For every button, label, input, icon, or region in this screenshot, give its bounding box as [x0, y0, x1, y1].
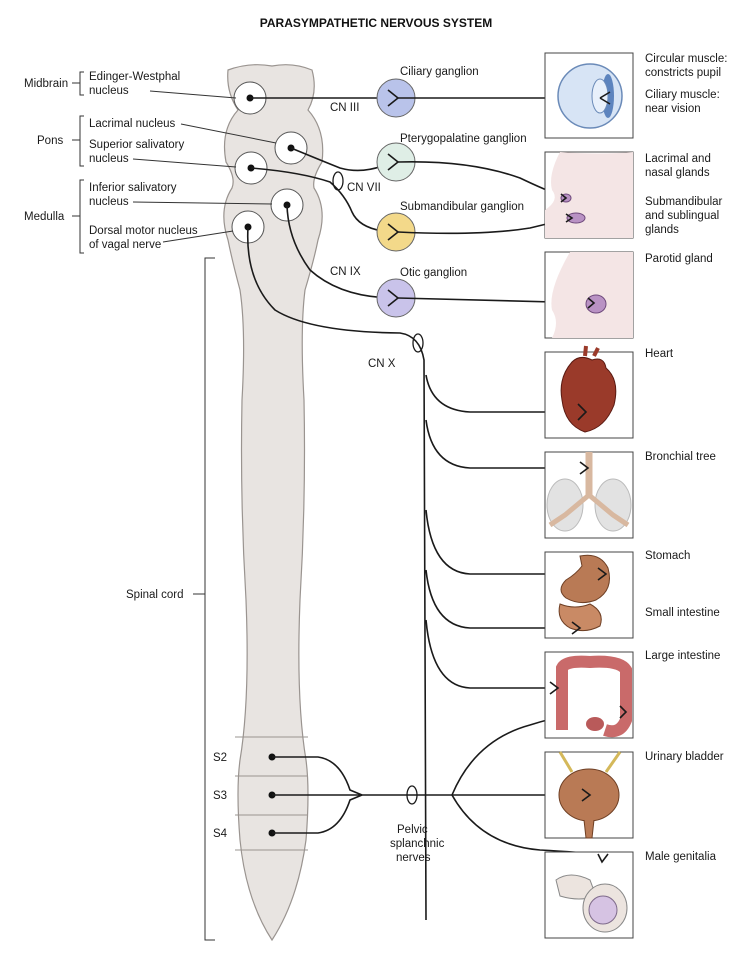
label-dorsal-vagal-2: of vagal nerve [89, 239, 161, 251]
fiber-submand-post [397, 217, 571, 235]
label-s2: S2 [213, 752, 227, 764]
label-small-int: Small intestine [645, 607, 720, 619]
label-eye-2a: Ciliary muscle: [645, 89, 720, 101]
fiber-s4 [272, 794, 363, 834]
label-genitalia: Male genitalia [645, 851, 717, 863]
label-otic-ganglion: Otic ganglion [400, 267, 467, 279]
label-parotid: Parotid gland [645, 253, 713, 265]
label-edinger-1: Edinger-Westphal [89, 71, 180, 83]
organ-box-bronchial [544, 451, 634, 539]
label-pelvic-1: Pelvic [397, 824, 428, 836]
label-submandibular-ganglion: Submandibular ganglion [400, 201, 524, 213]
label-eye-1b: constricts pupil [645, 67, 721, 79]
label-stomach: Stomach [645, 550, 690, 562]
label-medulla: Medulla [24, 211, 65, 223]
organ-box-eye [544, 52, 634, 139]
label-dorsal-vagal-1: Dorsal motor nucleus [89, 225, 198, 237]
label-pelvic-3: nerves [396, 852, 431, 864]
label-lacrimal: Lacrimal nucleus [89, 118, 176, 130]
label-large-int: Large intestine [645, 650, 720, 662]
label-pons: Pons [37, 135, 63, 147]
fiber-submand-pre [250, 167, 393, 233]
label-spinal-cord: Spinal cord [126, 589, 184, 601]
label-sup-salivatory-1: Superior salivatory [89, 139, 184, 151]
organ-box-stomach [544, 551, 634, 639]
organ-box-genitalia [544, 851, 634, 939]
label-sup-salivatory-2: nucleus [89, 153, 129, 165]
label-cn9: CN IX [330, 266, 361, 278]
bracket-midbrain [72, 71, 84, 96]
label-cn10: CN X [368, 358, 396, 370]
label-inf-salivatory-1: Inferior salivatory [89, 182, 177, 194]
bracket-pons [72, 115, 84, 167]
spinal-cord-body [223, 64, 324, 942]
label-submand-c: glands [645, 224, 679, 236]
organ-box-bladder [544, 751, 634, 839]
diagram-title: PARASYMPATHETIC NERVOUS SYSTEM [260, 16, 492, 30]
fiber-s2 [272, 756, 363, 796]
bracket-spinal-cord [193, 257, 215, 941]
organ-box-heart [544, 345, 634, 439]
label-bronchial: Bronchial tree [645, 451, 716, 463]
label-lacrimal-b: nasal glands [645, 167, 710, 179]
fiber-vagus-heart [425, 374, 578, 413]
fiber-lacrimal-pre [290, 147, 393, 172]
fiber-vagus-large-int [425, 619, 556, 689]
leader-edinger [149, 90, 237, 99]
label-ciliary-ganglion: Ciliary ganglion [400, 66, 479, 78]
fiber-vagus-small-int [425, 569, 578, 629]
label-submand-b: and sublingual [645, 210, 719, 222]
label-bladder: Urinary bladder [645, 751, 724, 763]
label-s3: S3 [213, 790, 227, 802]
fiber-vagus-bronchial [425, 419, 585, 469]
label-eye-1a: Circular muscle: [645, 53, 727, 65]
fiber-vagus-stomach [425, 509, 604, 575]
label-cn7: CN VII [347, 182, 381, 194]
label-s4: S4 [213, 828, 228, 840]
label-lacrimal-a: Lacrimal and [645, 153, 711, 165]
label-edinger-2: nucleus [89, 85, 129, 97]
cn7-nerve-loop [332, 171, 344, 191]
label-heart: Heart [645, 348, 674, 360]
organ-box-large-int [544, 651, 634, 739]
label-inf-salivatory-2: nucleus [89, 196, 129, 208]
cn10-nerve-loop [412, 333, 424, 353]
label-submand-a: Submandibular [645, 196, 723, 208]
label-cn3: CN III [330, 102, 359, 114]
organ-box-face [544, 151, 634, 239]
organ-box-parotid [544, 251, 634, 339]
leader-sup-salivatory [132, 158, 237, 168]
label-pelvic-2: splanchnic [390, 838, 445, 850]
label-midbrain: Midbrain [24, 78, 68, 90]
label-pterygopalatine-ganglion: Pterygopalatine ganglion [400, 133, 527, 145]
fiber-lacrimal-post [397, 161, 563, 197]
fiber-vagus-trunk [246, 226, 427, 921]
leader-dorsal-vagal [162, 230, 234, 243]
pterygopalatine-ganglion [376, 142, 416, 182]
label-eye-2b: near vision [645, 103, 701, 115]
leader-inf-salivatory [132, 201, 273, 205]
fiber-cn9-pre [286, 204, 393, 299]
leader-lacrimal [180, 123, 277, 144]
bracket-medulla [72, 179, 84, 254]
